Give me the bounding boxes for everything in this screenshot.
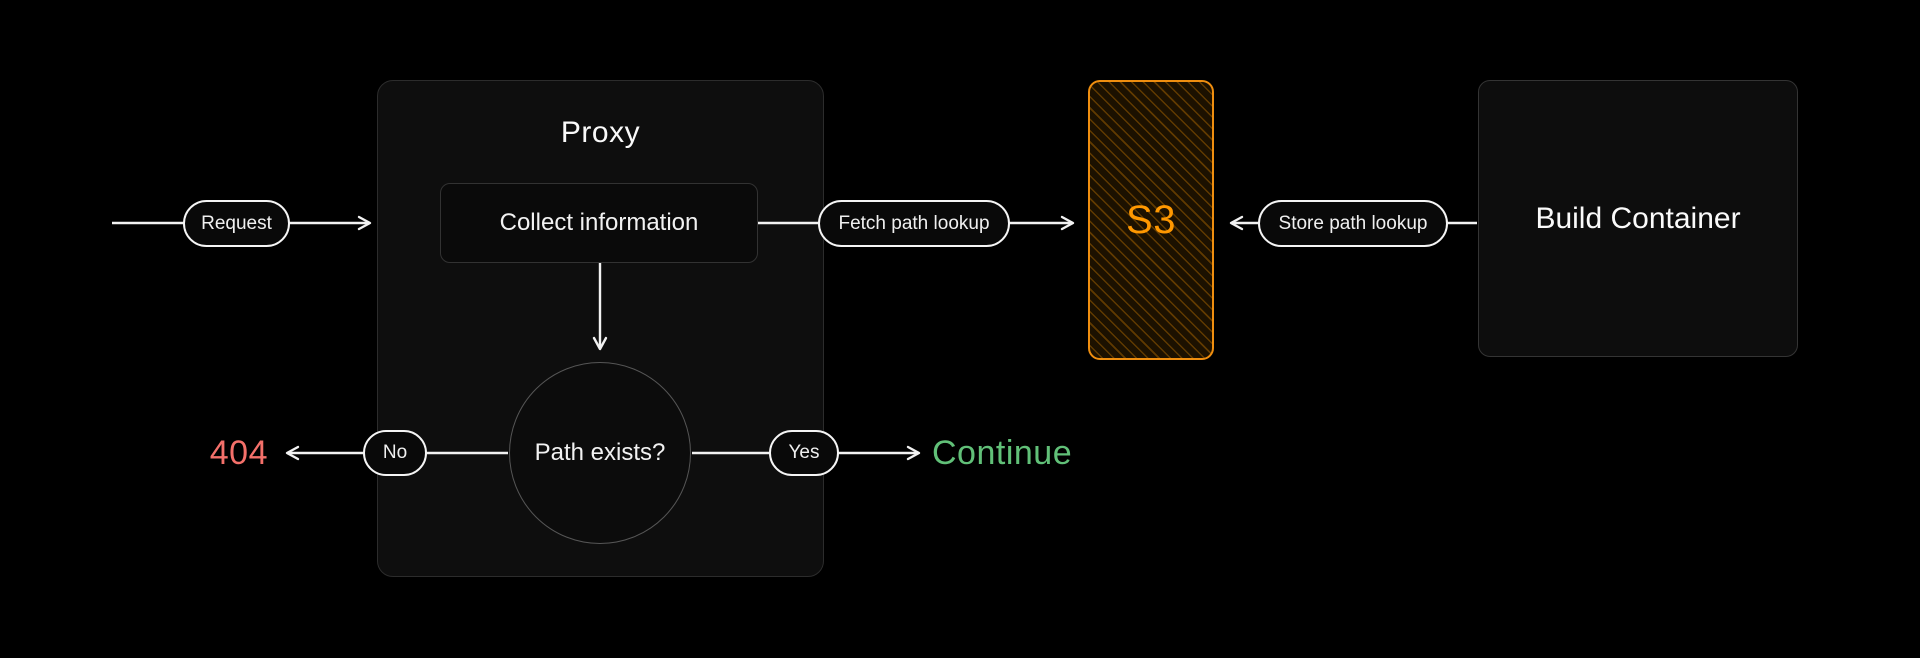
- build-container-node: Build Container: [1478, 80, 1798, 357]
- proxy-node-title: Proxy: [560, 116, 641, 149]
- store-path-lookup-edge-label-text: Store path lookup: [1278, 212, 1428, 234]
- outcome-continue: Continue: [932, 434, 1073, 472]
- collect-information-label: Collect information: [499, 209, 699, 236]
- fetch-path-lookup-edge-label: Fetch path lookup: [818, 200, 1010, 247]
- collect-information-node: Collect information: [440, 183, 758, 263]
- yes-branch-label-text: Yes: [788, 442, 820, 463]
- no-branch-label: No: [363, 430, 427, 476]
- fetch-path-lookup-edge-label-text: Fetch path lookup: [838, 212, 990, 234]
- outcome-404: 404: [209, 434, 268, 472]
- build-container-label: Build Container: [1535, 201, 1741, 235]
- no-branch-label-text: No: [382, 442, 408, 463]
- path-exists-decision-node: Path exists?: [509, 362, 691, 544]
- store-path-lookup-edge-label: Store path lookup: [1258, 200, 1448, 247]
- request-edge-label-text: Request: [201, 212, 272, 234]
- s3-label: S3: [1126, 197, 1176, 242]
- request-edge-label: Request: [183, 200, 290, 247]
- path-exists-label: Path exists?: [534, 439, 666, 466]
- yes-branch-label: Yes: [769, 430, 839, 476]
- s3-node: S3: [1088, 80, 1214, 360]
